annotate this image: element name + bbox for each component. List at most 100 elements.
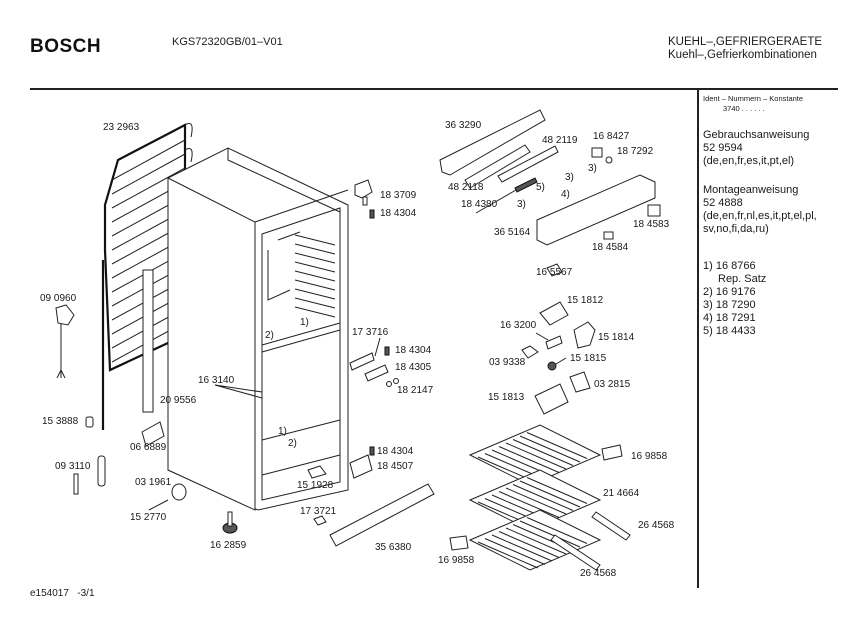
- part-label: 03 1961: [135, 477, 172, 488]
- part-label: 15 2770: [130, 512, 167, 523]
- rail-right-part: [591, 511, 631, 541]
- part-label: 15 1814: [598, 332, 635, 343]
- part-label: 09 0960: [40, 293, 77, 304]
- part-label: 18 4304: [395, 345, 432, 356]
- part-label: 16 8427: [593, 131, 630, 142]
- part-label: 20 9556: [160, 395, 197, 406]
- sensor-part: [521, 345, 539, 359]
- note-item: Rep. Satz: [703, 273, 843, 286]
- pcb-holder-part: [464, 144, 531, 189]
- part-label: 23 2963: [103, 122, 140, 133]
- grommet-part: [85, 416, 94, 428]
- part-label: 15 1928: [297, 480, 334, 491]
- switch-part: [647, 204, 661, 217]
- part-label: 18 2147: [397, 385, 434, 396]
- footer: e154017 -3/1: [30, 588, 95, 599]
- leader-line: [214, 384, 263, 399]
- note-part: 18 4433: [715, 325, 756, 337]
- note-part: 18 7291: [715, 312, 756, 324]
- part-label: 17 3716: [352, 327, 389, 338]
- callout-ref: 3): [588, 163, 597, 174]
- manual-number: 52 9594: [703, 142, 743, 154]
- model-number: KGS72320GB/01–V01: [172, 36, 283, 48]
- part-label: 18 4380: [461, 199, 498, 210]
- manual-languages: (de,en,fr,nl,es,it,pt,el,pl,: [703, 210, 817, 222]
- part-label: 18 7292: [617, 146, 654, 157]
- sidebar: Ident – Nummern – Konstante 3740 . . . .…: [703, 94, 843, 338]
- callout-ref: 1): [300, 317, 309, 328]
- part-label: 26 4568: [580, 568, 617, 579]
- ident-value: 3740 . . . . . .: [723, 104, 765, 113]
- leader-line: [555, 357, 567, 365]
- part-label: 17 3721: [300, 506, 337, 517]
- panel-clip-part: [546, 263, 563, 277]
- lamp-holder-part: [591, 147, 603, 158]
- part-label: 18 3709: [380, 190, 417, 201]
- category-subtitle: Kuehl–,Gefrierkombinationen: [668, 49, 817, 61]
- switch-cover-part: [603, 231, 614, 240]
- capillary-holder-part: [141, 421, 165, 447]
- cabinet-body: [167, 147, 349, 511]
- note-part: 18 7290: [715, 299, 756, 311]
- manual-title: Gebrauchsanweisung: [703, 129, 810, 141]
- screw-mid-part: [384, 346, 390, 356]
- fan-part: [569, 371, 591, 393]
- part-label: 18 4507: [377, 461, 414, 472]
- control-cover-part: [439, 109, 546, 176]
- part-label: 18 4304: [377, 446, 414, 457]
- part-label: 15 1813: [488, 392, 525, 403]
- hinge-plate-part: [349, 352, 375, 371]
- note-item: 5) 18 4433: [703, 325, 843, 338]
- note-ref: 4): [703, 312, 713, 324]
- note-ref: 1): [703, 260, 713, 272]
- note-part: 16 9176: [715, 286, 756, 298]
- manual-languages: (de,en,fr,es,it,pt,el): [703, 155, 795, 167]
- callout-ref: 5): [536, 182, 545, 193]
- part-label: 16 3140: [198, 375, 235, 386]
- thermostat-knob-part: [545, 335, 563, 350]
- note-item: 3) 18 7290: [703, 299, 843, 312]
- part-label: 15 1815: [570, 353, 607, 364]
- part-label: 36 3290: [445, 120, 482, 131]
- callout-ref: 3): [565, 172, 574, 183]
- manual-install: Montageanweisung 52 4888 (de,en,fr,nl,es…: [703, 184, 843, 236]
- control-panel-part: [536, 174, 656, 246]
- header-divider: [30, 88, 838, 90]
- screw-top-part: [369, 209, 375, 219]
- pcb-part: [497, 145, 559, 183]
- part-label: 15 3888: [42, 416, 79, 427]
- screw-bottom-part: [369, 446, 375, 456]
- note-ref: 3): [703, 299, 713, 311]
- manual-usage: Gebrauchsanweisung 52 9594 (de,en,fr,es,…: [703, 129, 843, 168]
- drain-tube-part: [142, 269, 154, 413]
- part-label: 16 5567: [536, 267, 573, 278]
- rail-bottom-part: [550, 534, 601, 571]
- notes-list: 1) 16 8766 Rep. Satz 2) 16 9176 3) 18 72…: [703, 260, 843, 338]
- callout-ref: 2): [265, 330, 274, 341]
- evaporator-clip-bottom-part: [449, 535, 469, 551]
- part-label: 06 6889: [130, 442, 167, 453]
- fan-bracket-part: [534, 383, 569, 415]
- part-label: 18 4305: [395, 362, 432, 373]
- part-label: 03 9338: [489, 357, 526, 368]
- part-label: 35 6380: [375, 542, 412, 553]
- evaporator-clip-top-part: [601, 444, 623, 461]
- note-item: 2) 16 9176: [703, 286, 843, 299]
- hinge-bottom-part: [349, 454, 373, 479]
- leader-line: [374, 337, 381, 357]
- part-label: 36 5164: [494, 227, 531, 238]
- hinge-mid-part: [364, 364, 389, 382]
- part-label: 18 4304: [380, 208, 417, 219]
- leader-line: [475, 189, 517, 214]
- power-cord-part: [55, 304, 75, 379]
- manual-number: 52 4888: [703, 197, 743, 209]
- note-ref: 5): [703, 325, 713, 337]
- ident-label: Ident – Nummern – Konstante: [703, 94, 804, 103]
- part-label: 15 1812: [567, 295, 604, 306]
- part-label: 16 9858: [631, 451, 668, 462]
- part-label: 16 9858: [438, 555, 475, 566]
- note-part: 16 8766: [715, 260, 756, 272]
- part-label: 18 4583: [633, 219, 670, 230]
- category-title: KUEHL–,GEFRIERGERAETE: [668, 36, 823, 48]
- callout-ref: 4): [561, 189, 570, 200]
